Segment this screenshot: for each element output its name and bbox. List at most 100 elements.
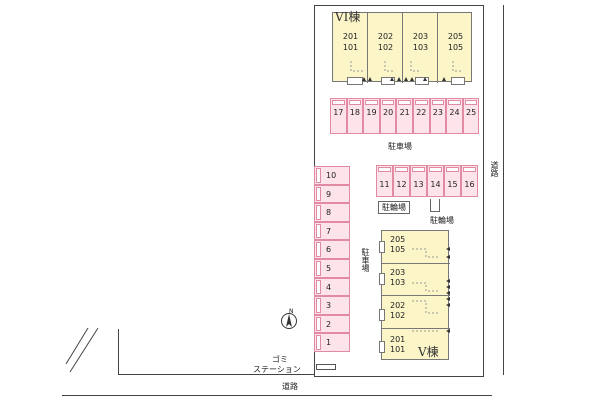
entry-notch [379, 241, 385, 253]
parking-stall: 25 [462, 98, 480, 134]
unit: 203 103 [382, 264, 450, 296]
unit-lower-number: 103 [412, 43, 429, 52]
entrance-arrow-icon [362, 77, 366, 81]
parking-column-left: 10 9 8 7 6 5 4 3 2 1 [314, 166, 350, 352]
entry-notch [379, 309, 385, 321]
entry-notch [415, 77, 429, 85]
entrance-arrow-icon [446, 297, 450, 301]
parking-stall-number: 3 [326, 301, 332, 311]
bottom-road-line-lower [62, 395, 492, 396]
parking-stall: 6 [314, 240, 350, 259]
parking-stall: 24 [446, 98, 463, 134]
parking-stall-number: 9 [326, 189, 332, 199]
parking-row-middle: 11 12 13 14 15 16 [376, 165, 478, 197]
parking-stall: 11 [376, 165, 393, 197]
unit: 203 103 [403, 13, 438, 83]
unit: 201 101 [333, 13, 368, 83]
unit-lower-number: 102 [390, 311, 406, 320]
bottom-road-line-upper [118, 374, 314, 375]
entrance-arrow-icon [446, 279, 450, 283]
parking-stall-number: 24 [449, 108, 460, 117]
unit-upper-number: 202 [377, 32, 394, 41]
stair-dashes [412, 248, 438, 332]
parking-stall: 4 [314, 277, 350, 297]
parking-stall-number: 22 [416, 108, 427, 117]
parking-stall-number: 25 [466, 108, 477, 117]
unit-lower-number: 101 [342, 43, 359, 52]
unit-lower-number: 101 [390, 344, 406, 354]
unit-lower-number: 102 [377, 43, 394, 52]
north-compass-icon [281, 313, 297, 329]
entrance-arrow-icon [404, 77, 408, 81]
building-vi-units: 201 101 202 102 203 103 205 105 [333, 13, 473, 83]
parking-label-center: 駐車場 [388, 142, 412, 151]
parking-stall-number: 14 [430, 180, 441, 189]
parking-stall: 21 [396, 98, 413, 134]
parking-stall: 5 [314, 259, 350, 278]
building-vi-name: VI棟 [335, 10, 361, 24]
entry-notch [451, 77, 465, 85]
entrance-arrow-icon [442, 77, 446, 81]
parking-stall: 14 [427, 165, 444, 197]
entry-notch [381, 77, 395, 85]
bike-parking-left: 駐輪場 [378, 201, 410, 214]
parking-stall: 2 [314, 314, 350, 334]
building-v: 205 105 203 103 202 102 201 101 [379, 230, 450, 360]
bike-parking-label: 駐輪場 [382, 203, 406, 212]
right-road-line [503, 5, 504, 375]
parking-stall: 3 [314, 296, 350, 315]
unit-lower-number: 103 [390, 277, 406, 287]
unit: 205 105 [438, 13, 473, 83]
parking-stall-number: 2 [326, 319, 332, 329]
parking-stall-number: 5 [326, 264, 332, 273]
left-road-line [118, 329, 119, 375]
unit-lower-number: 105 [447, 43, 464, 52]
parking-stall-number: 13 [413, 180, 424, 189]
unit-upper-number: 205 [447, 32, 464, 41]
parking-stall: 19 [363, 98, 380, 134]
unit-upper-number: 205 [390, 235, 406, 244]
parking-stall: 16 [461, 165, 478, 197]
parking-stall: 7 [314, 221, 350, 241]
parking-stall: 13 [410, 165, 427, 197]
building-vi: 201 101 202 102 203 103 205 105 [332, 12, 473, 85]
entry-notch [379, 341, 385, 353]
parking-stall: 9 [314, 184, 350, 204]
parking-stall-number: 8 [326, 208, 332, 218]
parking-stall: 20 [379, 98, 397, 134]
entry-notch [379, 273, 385, 285]
parking-stall-number: 23 [432, 108, 443, 117]
unit: 202 102 [368, 13, 403, 83]
parking-stall-number: 6 [326, 245, 332, 255]
parking-stall-number: 16 [464, 180, 475, 189]
entrance-arrow-icon [397, 77, 401, 81]
entrance-arrow-icon [446, 329, 450, 333]
parking-stall-number: 19 [366, 108, 377, 117]
garbage-station-box [316, 364, 336, 370]
parking-stall-number: 4 [326, 282, 332, 292]
parking-stall-number: 17 [333, 108, 344, 117]
parking-stall: 22 [413, 98, 430, 134]
parking-label-left: 駐車場 [361, 248, 370, 272]
unit-upper-number: 203 [390, 267, 406, 277]
parking-stall: 23 [429, 98, 447, 134]
unit-upper-number: 201 [390, 334, 406, 344]
parking-stall-number: 18 [349, 108, 360, 117]
parking-stall: 17 [330, 98, 347, 134]
entrance-arrow-icon [446, 303, 450, 307]
unit: 205 105 [382, 231, 450, 264]
entrance-arrow-icon [390, 77, 394, 81]
parking-stall: 15 [444, 165, 461, 197]
diagonal-road [65, 327, 99, 373]
entrance-arrow-icon [446, 255, 450, 259]
entry-notch [347, 77, 363, 85]
parking-stall-number: 11 [379, 180, 390, 189]
unit-upper-number: 201 [342, 32, 359, 41]
unit-upper-number: 203 [412, 32, 429, 41]
parking-stall: 10 [314, 166, 350, 185]
garbage-station-label-line2: ステーション [253, 365, 301, 374]
entrance-arrow-icon [410, 77, 414, 81]
parking-stall-number: 10 [326, 171, 337, 180]
building-v-name: V棟 [418, 345, 439, 359]
unit-lower-number: 105 [390, 245, 406, 254]
